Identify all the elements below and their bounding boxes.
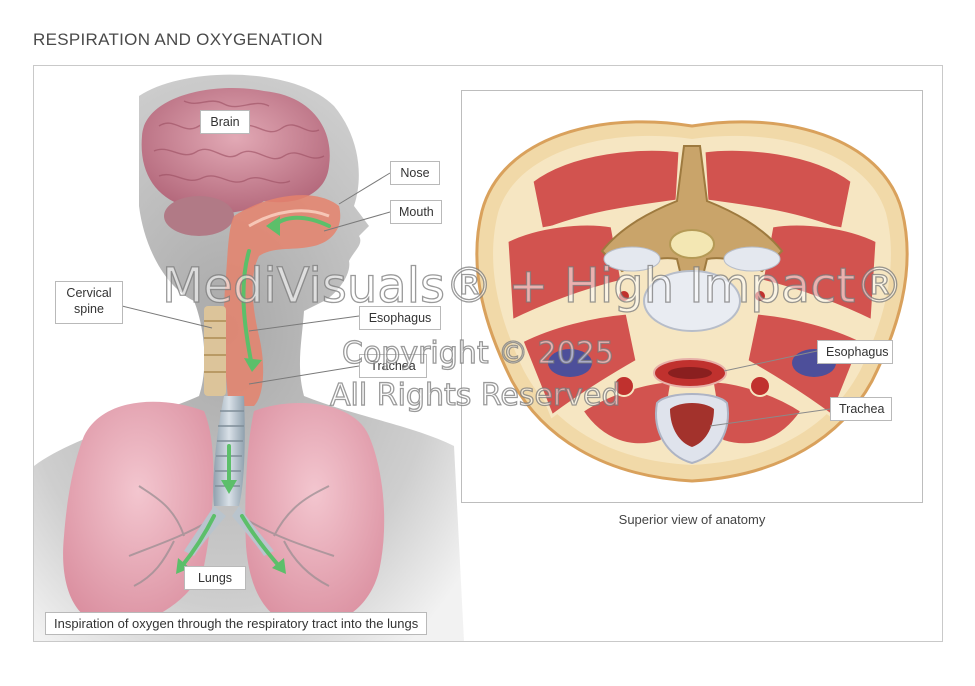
respiratory-tract-illustration — [34, 74, 464, 641]
esophagus-label-right: Esophagus — [817, 340, 893, 364]
nose-label: Nose — [390, 161, 440, 185]
neck-cross-section-illustration — [475, 120, 909, 483]
muscle-left-mid — [505, 222, 624, 324]
brain-shape — [141, 88, 330, 213]
mouth-label: Mouth — [390, 200, 442, 224]
muscle-right-mid — [760, 222, 879, 324]
brain-label: Brain — [200, 110, 250, 134]
airway-shape — [223, 195, 341, 406]
left-jugular-vein — [548, 349, 592, 377]
left-figure-caption: Inspiration of oxygen through the respir… — [45, 612, 428, 635]
muscle-left-top — [530, 147, 682, 234]
vertebral-body — [643, 270, 741, 332]
trachea-label-right: Trachea — [830, 397, 892, 421]
muscle-right-top — [702, 147, 854, 234]
right-figure-caption: Superior view of anatomy — [618, 512, 766, 527]
esophagus-label-left: Esophagus — [359, 306, 441, 330]
trachea-label-left: Trachea — [359, 354, 427, 378]
left-lung-shape — [63, 401, 214, 626]
cross-section-inset: Esophagus Trachea — [461, 90, 923, 503]
left-carotid-artery — [613, 375, 635, 397]
cervical-spine-label: Cervical spine — [55, 281, 123, 324]
right-lung-shape — [245, 403, 385, 627]
lungs-label: Lungs — [184, 566, 246, 590]
spinal-cord — [669, 229, 715, 259]
cervical-spine-shape — [204, 306, 226, 396]
right-carotid-artery — [749, 375, 771, 397]
illustration-frame: Brain Nose Mouth Cervical spine Esophagu… — [33, 65, 943, 642]
page-title: RESPIRATION AND OXYGENATION — [33, 30, 323, 49]
airflow-arrows — [180, 215, 331, 568]
cerebellum-shape — [164, 196, 234, 236]
